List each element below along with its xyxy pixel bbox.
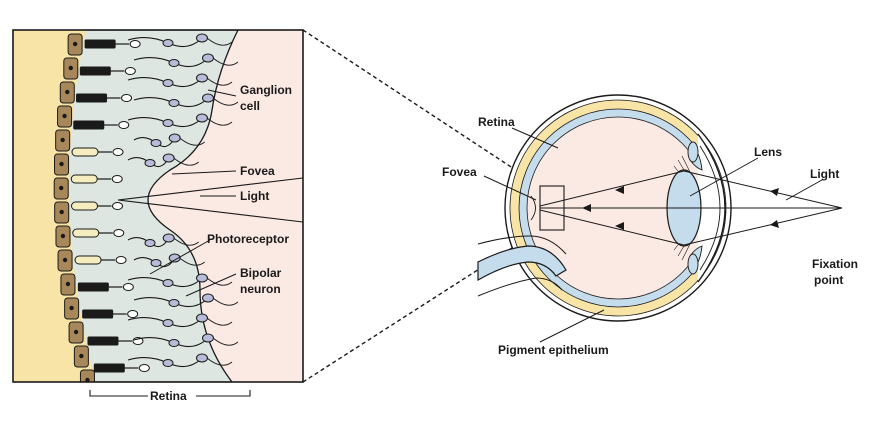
bipolar-cell — [150, 139, 162, 147]
inset-photoreceptors — [70, 39, 150, 373]
inset-frame — [12, 29, 304, 383]
photoreceptor-nucleus — [111, 175, 123, 183]
bipolar-cell — [162, 319, 174, 327]
rod-cell — [77, 282, 109, 292]
bipolar-cell — [162, 119, 174, 127]
ganglion-cell — [196, 313, 208, 323]
bipolar-cell — [144, 239, 156, 247]
pigment-cell-nucleus — [85, 377, 90, 382]
retina-bracket — [89, 390, 251, 397]
cone-cell — [71, 201, 98, 211]
bipolar-cell — [168, 339, 180, 347]
fixation-point-label: Fixation — [812, 257, 858, 271]
pigment-cell-nucleus — [59, 209, 64, 215]
rod-cell — [76, 93, 108, 103]
eye-cross-section: Retina Fovea Lens Light Fixation point P… — [442, 94, 858, 357]
ganglion-cell — [196, 73, 208, 83]
photoreceptor-nucleus — [112, 202, 123, 210]
ganglion-cell — [196, 273, 208, 283]
bipolar-cell — [162, 359, 174, 367]
cone-cell — [71, 147, 99, 157]
bipolar-cell — [162, 39, 174, 47]
bipolar-cell — [162, 79, 174, 87]
bipolar-neuron-label: Bipolar — [240, 266, 282, 280]
ganglion-cell — [162, 233, 175, 243]
photoreceptor-nucleus — [127, 310, 139, 318]
bipolar-cell — [150, 259, 162, 267]
optic-nerve — [477, 245, 567, 282]
pigment-cell-nucleus — [59, 185, 64, 191]
optic-nerve-sheath — [477, 235, 567, 255]
retina-bottom-label: Retina — [150, 389, 187, 403]
pigment-cell-nucleus — [73, 329, 79, 335]
fixation-point-label-2: point — [814, 273, 843, 287]
retina-inset: Ganglion cell Fovea Light Photoreceptor … — [12, 29, 304, 403]
pigment-cell-nucleus — [69, 305, 74, 311]
pigment-cell-nucleus — [60, 137, 65, 143]
rod-cell — [82, 309, 114, 319]
ciliary-body — [687, 141, 703, 275]
lens-label: Lens — [754, 145, 782, 159]
photoreceptor-nucleus — [138, 364, 150, 372]
pigment-cell-nucleus — [65, 281, 71, 287]
bipolar-cell — [144, 159, 156, 167]
light-eye-label: Light — [810, 167, 839, 181]
fovea-eye-label: Fovea — [442, 165, 477, 179]
pigment-cell-nucleus — [72, 41, 78, 47]
inset-pigment-cells — [53, 33, 95, 382]
ganglion-cell — [196, 353, 208, 363]
rod-cell — [84, 39, 116, 49]
pigment-cell-nucleus — [59, 161, 64, 167]
bipolar-cell — [168, 299, 180, 307]
inset-neurons — [127, 33, 239, 368]
photoreceptor-nucleus — [112, 148, 124, 156]
ganglion-cell — [202, 333, 214, 343]
light-inset-label: Light — [240, 189, 269, 203]
rod-cell — [73, 120, 105, 130]
pigment-cell — [79, 369, 95, 382]
ray-arrows — [582, 186, 779, 230]
cone-cell — [74, 255, 102, 265]
cone-cell — [72, 228, 100, 238]
rod-cell — [93, 363, 125, 373]
cone-cell — [70, 174, 98, 184]
pigment-cell-nucleus — [62, 113, 67, 119]
retina-eye-label: Retina — [478, 115, 515, 129]
photoreceptor-nucleus — [124, 67, 136, 75]
ganglion-cell — [162, 153, 175, 163]
photoreceptor-nucleus — [121, 94, 133, 102]
ganglion-cell — [202, 293, 214, 303]
rod-cell — [87, 336, 119, 346]
photoreceptor-nucleus — [118, 121, 130, 129]
bipolar-cell — [168, 59, 180, 67]
ganglion-cell — [196, 113, 208, 123]
ganglion-cell-label-2: cell — [240, 99, 260, 113]
ganglion-cell — [202, 53, 214, 63]
pigment-cell-nucleus — [60, 233, 66, 239]
ganglion-cell — [196, 33, 208, 43]
ganglion-cell-label: Ganglion — [240, 83, 292, 97]
photoreceptor-nucleus — [122, 283, 134, 291]
rod-cell — [79, 66, 111, 76]
pigment-cell-nucleus — [62, 257, 68, 263]
ganglion-cell — [168, 133, 181, 143]
pigment-cell-nucleus — [65, 89, 70, 95]
pigment-epithelium-label: Pigment epithelium — [498, 343, 609, 357]
bipolar-cell — [168, 99, 180, 107]
fovea-inset-label: Fovea — [240, 164, 275, 178]
inset-light-rays — [117, 177, 303, 223]
photoreceptor-nucleus — [115, 256, 127, 264]
bipolar-cell — [162, 279, 174, 287]
ganglion-cell — [202, 93, 214, 103]
photoreceptor-label: Photoreceptor — [207, 232, 289, 246]
photoreceptor-nucleus — [129, 40, 141, 48]
pigment-cell-nucleus — [79, 353, 84, 359]
photoreceptor-nucleus — [113, 229, 125, 237]
pigment-cell-nucleus — [68, 65, 73, 71]
bipolar-neuron-label-2: neuron — [240, 282, 281, 296]
